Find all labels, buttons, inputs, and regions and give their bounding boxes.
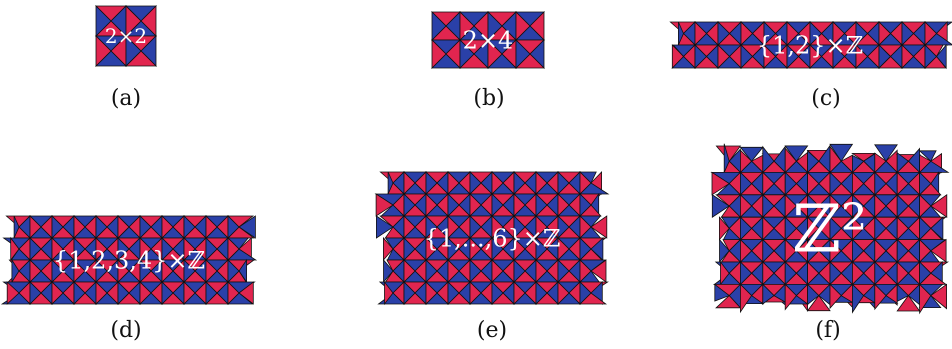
tiling-svg: {1,2,3,4}×ℤ [8,216,240,304]
tiling-strip-1-6: {1,...,6}×ℤ [382,172,604,304]
tiling-svg: 2×2 [96,6,156,66]
panel-label-e: (e) [462,318,522,343]
panel-label-b: (b) [459,86,519,111]
tiling-label: 2×2 [105,24,147,48]
tiling-label: {1,2,3,4}×ℤ [53,246,205,274]
tiling-svg: {1,...,6}×ℤ [382,172,604,304]
panel-label-d: (d) [96,318,156,343]
tiling-strip-1-2: {1,2}×ℤ [672,22,938,68]
tiling-2x4: 2×4 [432,12,544,68]
tiling-svg: ℤ² [718,150,944,306]
tiling-strip-1-4: {1,2,3,4}×ℤ [8,216,240,304]
panel-label-c: (c) [796,86,856,111]
tiling-label: {1,2}×ℤ [757,31,863,59]
panel-label-f: (f) [798,318,858,343]
tiling-svg: {1,2}×ℤ [672,22,938,68]
tiling-label: {1,...,6}×ℤ [424,224,561,252]
panel-label-a: (a) [96,86,156,111]
tiling-label: 2×4 [463,26,514,54]
tiling-label: ℤ² [793,191,868,268]
tiling-plane: ℤ² [718,150,944,306]
tiling-2x2: 2×2 [96,6,156,66]
tiling-svg: 2×4 [432,12,544,68]
